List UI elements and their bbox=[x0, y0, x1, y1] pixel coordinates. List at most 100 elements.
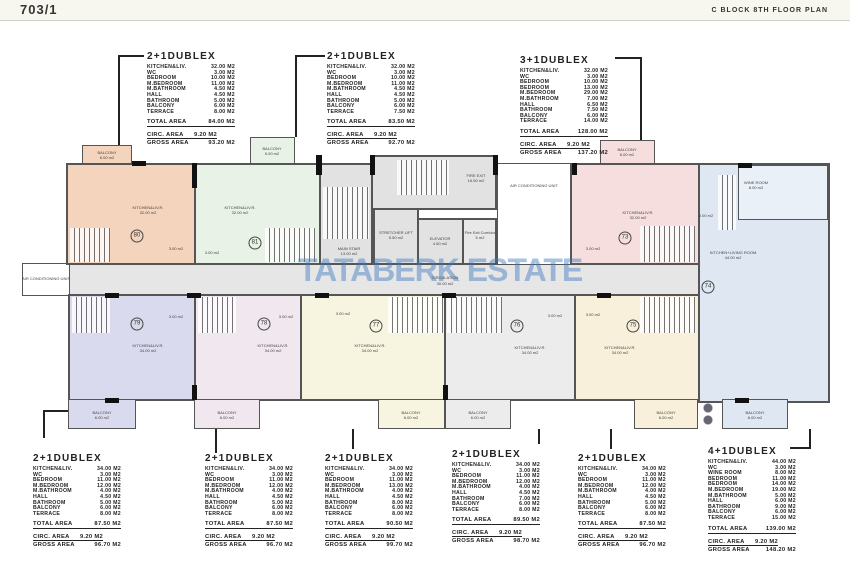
spec-row: KITCHEN&LIV.32.00 M2 bbox=[147, 64, 235, 71]
circ-value: 9.20 M2 bbox=[498, 530, 522, 537]
spec-area: 3.00 M2 bbox=[519, 467, 540, 474]
spec-title: 2+1DUBLEX bbox=[147, 51, 216, 62]
spec-area: 8.00 M2 bbox=[645, 510, 666, 517]
spec-room: TERRACE bbox=[452, 506, 480, 513]
unit-78-wc-area: 3.00 m2 bbox=[278, 314, 294, 319]
circ-value: 9.20 M2 bbox=[624, 534, 648, 541]
total-value: 83.50 M2 bbox=[388, 119, 415, 126]
spec-room: M.BEDROOM bbox=[520, 90, 556, 97]
spec-title: 2+1DUBLEX bbox=[33, 453, 102, 464]
balcony-73 bbox=[600, 140, 655, 165]
spec-area: 4.50 M2 bbox=[100, 493, 121, 500]
unit-75-kitchen-label: KITCHEN&LIV.R. bbox=[604, 345, 636, 350]
circ-value: 9.20 M2 bbox=[193, 132, 217, 139]
unit-76-number: 76 bbox=[510, 319, 524, 333]
unit-74-number: 74 bbox=[701, 280, 715, 294]
total-label: TOTAL AREA bbox=[520, 128, 560, 135]
unit-81-number: 81 bbox=[248, 236, 262, 250]
wine-room-label: WINE ROOM bbox=[744, 180, 768, 185]
gross-label: GROSS AREA bbox=[205, 542, 247, 549]
gross-value: 99.70 M2 bbox=[386, 542, 413, 549]
spec-row: BALCONY 6.00 M2 bbox=[147, 104, 235, 110]
spec-area: 3.00 M2 bbox=[394, 69, 415, 76]
spec-area: 6.00 M2 bbox=[392, 505, 413, 512]
spec-area: 14.00 M2 bbox=[771, 481, 796, 488]
spec-area: 4.00 M2 bbox=[100, 488, 121, 495]
spec-area: 4.50 M2 bbox=[392, 493, 413, 500]
spec-room: HALL bbox=[578, 493, 594, 500]
header-bar: 703/1 C BLOCK 8TH FLOOR PLAN bbox=[0, 0, 850, 21]
spec-room: M.BEDROOM bbox=[33, 482, 69, 489]
spec-area: 3.00 M2 bbox=[214, 69, 235, 76]
spec-area: 34.00 M2 bbox=[388, 466, 413, 472]
spec-room: BATHROOM bbox=[147, 97, 180, 104]
unit-80-kitchen-area: 32.00 m2 bbox=[139, 210, 157, 215]
spec-room: M.BATHROOM bbox=[33, 488, 72, 495]
spec-area: 3.00 M2 bbox=[272, 471, 293, 478]
spec-area: 12.00 M2 bbox=[515, 478, 540, 485]
spec-room: M.BATHROOM bbox=[578, 488, 617, 495]
circ-label: CIRC. AREA bbox=[520, 141, 557, 148]
spec-area: 6.00 M2 bbox=[214, 103, 235, 110]
spec-room: BALCONY bbox=[452, 501, 480, 508]
spec-area: 6.00 M2 bbox=[100, 505, 121, 512]
unit-79-wc-area: 3.00 m2 bbox=[168, 314, 184, 319]
balcony-79-area: 6.00 m2 bbox=[94, 415, 110, 420]
spec-room: BEDROOM bbox=[327, 75, 357, 82]
spec-area: 8.00 M2 bbox=[392, 510, 413, 517]
circ-label: CIRC. AREA bbox=[33, 534, 70, 541]
spec-area: 4.50 M2 bbox=[272, 493, 293, 500]
spec-area: 12.00 M2 bbox=[96, 482, 121, 489]
gross-value: 98.70 M2 bbox=[513, 538, 540, 545]
unit-79-kitchen-area: 34.00 m2 bbox=[139, 348, 157, 353]
total-value: 139.00 M2 bbox=[765, 525, 796, 532]
spec-room: BATHROOM bbox=[325, 499, 358, 506]
stretcher-lift-area: 5.50 m2 bbox=[388, 235, 404, 240]
spec-room: BEDROOM bbox=[708, 475, 738, 482]
spec-room: M.BATHROOM bbox=[205, 488, 244, 495]
circ-value: 9.20 M2 bbox=[251, 534, 275, 541]
spec-room: KITCHEN&LIV. bbox=[708, 459, 748, 465]
spec-room: M.BEDROOM bbox=[452, 478, 488, 485]
spec-title: 2+1DUBLEX bbox=[205, 453, 274, 464]
spec-area: 7.00 M2 bbox=[587, 95, 608, 102]
spec-area: 8.00 M2 bbox=[100, 510, 121, 517]
spec-room: BATHROOM bbox=[33, 499, 66, 506]
spec-room: BALCONY bbox=[147, 103, 175, 110]
balcony-81-area: 6.00 m2 bbox=[264, 151, 280, 156]
balcony-75-area: 6.00 m2 bbox=[658, 415, 674, 420]
spec-area: 12.00 M2 bbox=[641, 482, 666, 489]
spec-area: 8.00 M2 bbox=[272, 510, 293, 517]
spec-room: TERRACE bbox=[578, 510, 606, 517]
spec-room: KITCHEN&LIV. bbox=[147, 64, 187, 70]
spec-area: 34.00 M2 bbox=[268, 466, 293, 472]
main-stair-area: 13.00 m2 bbox=[340, 251, 358, 256]
total-value: 90.50 M2 bbox=[386, 521, 413, 528]
gross-label: GROSS AREA bbox=[578, 542, 620, 549]
